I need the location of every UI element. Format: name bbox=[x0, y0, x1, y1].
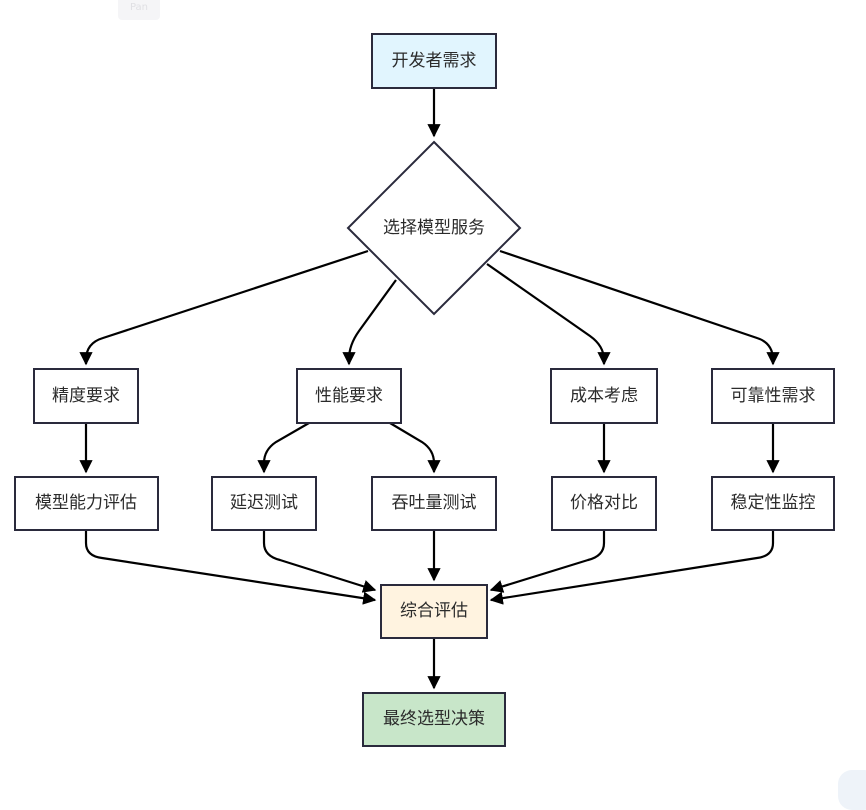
node-price-box bbox=[551, 476, 657, 531]
node-reliability-box bbox=[711, 368, 835, 424]
node-capability-label: 模型能力评估 bbox=[35, 493, 137, 513]
node-latency[interactable]: 延迟测试 bbox=[211, 476, 317, 531]
node-start[interactable]: 开发者需求 bbox=[371, 33, 497, 89]
node-capability[interactable]: 模型能力评估 bbox=[14, 476, 159, 531]
node-decision-diamond bbox=[346, 140, 522, 316]
edge-stability-evaluate bbox=[489, 530, 775, 605]
node-performance-label: 性能要求 bbox=[315, 386, 383, 406]
edge-latency-evaluate bbox=[262, 530, 377, 593]
node-start-label: 开发者需求 bbox=[392, 51, 477, 71]
edge-performance-latency bbox=[257, 422, 310, 474]
node-decision-label: 选择模型服务 bbox=[383, 218, 485, 238]
edge-performance-throughput bbox=[389, 422, 441, 474]
node-final[interactable]: 最终选型决策 bbox=[362, 692, 506, 747]
node-stability-label: 稳定性监控 bbox=[731, 493, 816, 513]
flowchart: 开发者需求 选择模型服务 精度要求 性能要求 成本考虑 可靠性需求 模型能力评估… bbox=[14, 33, 835, 747]
node-reliability-label: 可靠性需求 bbox=[731, 386, 816, 406]
node-accuracy-box bbox=[33, 368, 139, 424]
node-performance[interactable]: 性能要求 bbox=[296, 368, 402, 424]
node-performance-box bbox=[296, 368, 402, 424]
edge-decision-reliability bbox=[499, 249, 780, 366]
node-accuracy[interactable]: 精度要求 bbox=[33, 368, 139, 424]
node-throughput[interactable]: 吞吐量测试 bbox=[371, 476, 497, 531]
node-stability-box bbox=[711, 476, 835, 531]
node-latency-label: 延迟测试 bbox=[230, 493, 298, 513]
zoom-corner-button[interactable] bbox=[838, 770, 866, 810]
node-throughput-label: 吞吐量测试 bbox=[392, 493, 477, 513]
edges bbox=[79, 88, 780, 690]
node-throughput-box bbox=[371, 476, 497, 531]
node-cost[interactable]: 成本考虑 bbox=[550, 368, 658, 424]
edge-decision-accuracy bbox=[79, 249, 369, 366]
node-cost-label: 成本考虑 bbox=[570, 386, 638, 406]
node-start-box bbox=[371, 33, 497, 89]
edge-decision-cost bbox=[486, 263, 611, 366]
node-final-label: 最终选型决策 bbox=[383, 709, 485, 729]
node-capability-box bbox=[14, 476, 159, 531]
edge-decision-performance bbox=[342, 279, 397, 366]
node-cost-box bbox=[550, 368, 658, 424]
node-reliability[interactable]: 可靠性需求 bbox=[711, 368, 835, 424]
edge-price-evaluate bbox=[489, 530, 606, 593]
pan-tab[interactable]: Pan bbox=[118, 0, 160, 20]
node-accuracy-label: 精度要求 bbox=[52, 386, 120, 406]
edge-capability-evaluate bbox=[84, 530, 377, 605]
node-latency-box bbox=[211, 476, 317, 531]
node-evaluate[interactable]: 综合评估 bbox=[380, 584, 488, 639]
node-final-box bbox=[362, 692, 506, 747]
node-stability[interactable]: 稳定性监控 bbox=[711, 476, 835, 531]
node-evaluate-box bbox=[380, 584, 488, 639]
node-evaluate-label: 综合评估 bbox=[400, 601, 468, 621]
node-decision[interactable]: 选择模型服务 bbox=[346, 140, 522, 316]
node-price-label: 价格对比 bbox=[570, 493, 638, 513]
node-price[interactable]: 价格对比 bbox=[551, 476, 657, 531]
